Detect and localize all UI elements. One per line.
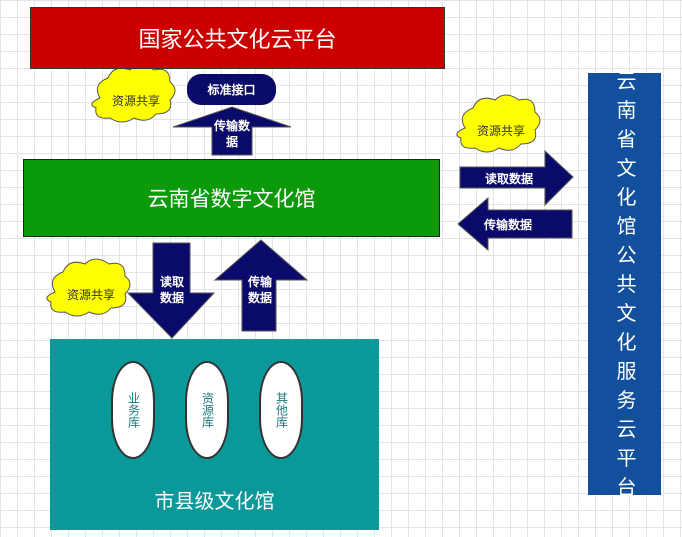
- service-platform-box: 云南省文化馆公共文化服务云平台: [588, 69, 661, 499]
- arrow-up-top-label: 传输数据: [214, 119, 251, 149]
- database-resource: 资源库: [185, 361, 229, 459]
- county-library-box: 业务库 资源库 其他库 市县级文化馆: [50, 339, 379, 530]
- database-label: 其他库: [274, 392, 289, 428]
- arrow-up-bottom-label: 传输数据: [247, 275, 272, 305]
- provincial-library-box: 云南省数字文化馆: [23, 159, 440, 237]
- arrow-left-label: 传输数据: [484, 218, 533, 232]
- arrow-right-label: 读取数据: [485, 172, 534, 186]
- database-business: 业务库: [111, 361, 155, 459]
- arrow-left-transmit: [457, 196, 573, 252]
- arrow-down-read-label: 读取数据: [159, 275, 184, 305]
- standard-interface-badge: 标准接口: [187, 74, 276, 105]
- arrow-right-read: [459, 149, 574, 207]
- cloud-label-bottom-left: 资源共享: [67, 288, 116, 302]
- cloud-label-top-right: 资源共享: [477, 124, 526, 138]
- database-label: 资源库: [200, 392, 215, 428]
- national-platform-label: 国家公共文化云平台: [138, 28, 337, 53]
- cloud-shape-bottom-left: [46, 258, 131, 317]
- provincial-library-label: 云南省数字文化馆: [147, 187, 316, 211]
- arrow-up-top: [172, 106, 292, 156]
- cloud-shape-top-right: [456, 94, 541, 153]
- database-other: 其他库: [259, 361, 303, 459]
- arrow-up-bottom: [213, 239, 309, 332]
- service-platform-label: 云南省文化馆公共文化服务云平台: [616, 68, 637, 499]
- standard-interface-label: 标准接口: [207, 83, 256, 97]
- county-library-label: 市县级文化馆: [154, 489, 275, 513]
- database-label: 业务库: [126, 392, 141, 428]
- arrow-down-read: [126, 242, 216, 339]
- cloud-label-top-left: 资源共享: [112, 94, 161, 108]
- national-platform-box: 国家公共文化云平台: [30, 7, 445, 69]
